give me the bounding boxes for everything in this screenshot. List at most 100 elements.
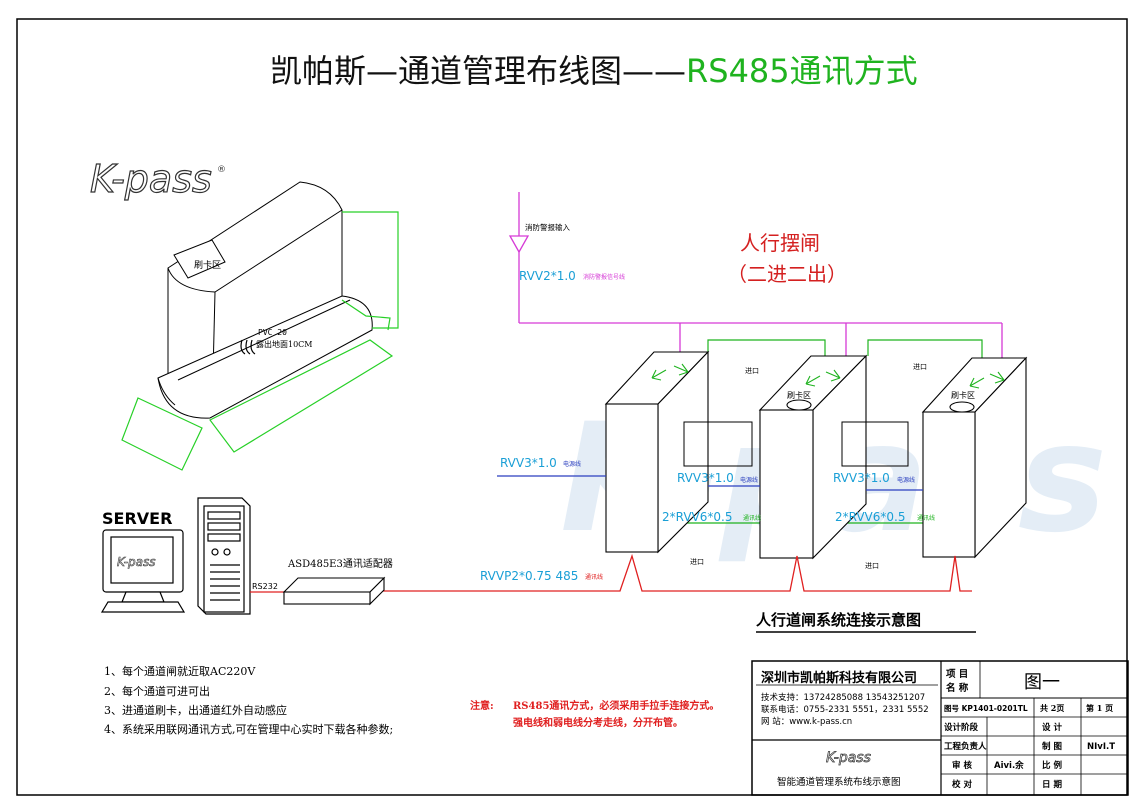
rvv6-label-lane2: 2*RVV6*0.5 [835,510,905,524]
diagram-caption: 人行道闸系统连接示意图 [756,611,921,629]
rvvp-note: 通讯线 [585,573,603,581]
lane-green-lines [658,339,983,524]
gate-3d-render: 刷卡区 PVC 20 露出地面10CM [157,181,373,419]
reset-button-icon [223,548,231,556]
drive-bay-3 [207,533,241,542]
server-label: SERVER [102,509,172,528]
rvvp-label: RVVP2*0.75 485 [480,569,578,583]
brand-logo: K-pass ® [89,156,226,201]
date-label: 日 期 [1042,779,1062,790]
project-name-label: 项 目名 称 [946,669,969,694]
tower-vents [210,564,240,601]
cabinet-middle-front [759,409,814,559]
drafter-label: 制 图 [1042,741,1062,752]
title-highlight: RS485通讯方式 [686,52,918,90]
design-stage-label: 设计阶段 [944,722,979,733]
cabinet-middle-arrows [805,369,841,387]
rvv6-note-lane2: 通讯线 [917,514,935,522]
brand-logo-text: K-pass [90,157,212,201]
monitor-base [100,601,186,613]
rvv6-label-lane1: 2*RVV6*0.5 [662,510,732,524]
note-item: 4、系统采用联网通讯方式,可在管理中心实时下载各种参数; [104,722,393,736]
monitor-screen [110,536,174,584]
rvv3-note-lane1: 电源线 [740,476,758,484]
title-block-cols [1033,698,1082,795]
gate-title: 人行摆闸 [740,231,820,255]
reviewer-value: Aivi.余 [994,760,1024,771]
render-green-outlines [121,211,399,471]
warning-line-1: RS485通讯方式，必须采用手拉手连接方式。 [513,699,719,712]
cabinet-middle-reader [786,399,812,411]
pvc-label-2: 露出地面10CM [256,339,313,349]
server-monitor [100,529,186,613]
monitor-logo: K-pass [117,555,155,569]
monitor-stand [121,591,165,603]
rs485-adapter [282,576,386,606]
sheet-number: 第 1 页 [1086,703,1113,713]
render-base-groove [177,299,351,381]
website: 网 站：www.k-pass.cn [761,716,852,727]
gate-subtitle: （二进二出） [727,262,847,286]
render-card-zone-label: 刷卡区 [194,259,221,271]
rvv3-label-lane2: RVV3*1.0 [833,471,890,485]
cabinet-right-arrows [969,371,1005,389]
rs485-line [383,553,972,592]
cabinet-left-front [605,403,659,553]
rvv2-note: 消防警报信号线 [583,273,625,281]
adapter-top [282,577,386,593]
note-item: 1、每个通道闸就近取AC220V [104,664,256,678]
warning-prefix: 注意: [470,699,494,712]
project-name-label-line: 项 目 [946,669,968,680]
cabinet-left [604,350,710,554]
pvc-label-1: PVC 20 [258,328,287,337]
title-main: 凯帕斯—通道管理布线图—— [270,52,686,90]
green-outline-left [121,397,203,471]
lane1-top-link [707,339,826,356]
cabinet-left-arrows [651,363,689,381]
cabinet-right-reader [949,401,975,413]
fire-input-label: 消防警报输入 [525,222,570,232]
reviewer-label: 审 核 [952,760,972,771]
scale-label: 比 例 [1042,760,1062,771]
engineer-label: 工程负责人 [944,741,987,752]
drive-bay-1 [207,511,241,520]
render-base-curve [157,377,176,406]
render-card-zone-plate [173,239,226,279]
adapter-label: ASD485E3通讯适配器 [287,558,393,570]
power-lines [497,475,923,491]
note-item: 2、每个通道可进可出 [104,684,210,698]
note-item: 3、进通道刷卡，出通道红外自动感应 [104,703,287,717]
fire-drops [679,323,1003,358]
rvv3-label-main: RVV3*1.0 [500,456,557,470]
design-label: 设 计 [1042,722,1062,733]
rvv2-label: RVV2*1.0 [519,269,576,283]
company-name: 深圳市凯帕斯科技有限公司 [761,670,917,686]
brand-logo-mark: ® [217,165,226,175]
page-title: 凯帕斯—通道管理布线图——RS485通讯方式 [270,52,918,90]
notes-list: 1、每个通道闸就近取AC220V 2、每个通道可进可出 3、进通道刷卡，出通道红… [104,664,393,736]
adapter-front [283,591,371,605]
title-block [751,660,1129,796]
fire-input-symbol [508,235,530,254]
drive-bay-2 [207,522,241,531]
server-tower [197,497,251,615]
rs232-label: RS232 [252,582,278,591]
render-base [157,295,373,419]
rvv3-note-main: 电源线 [563,460,581,468]
project-name-label-line: 名 称 [946,682,969,694]
rvv3-label-lane1: RVV3*1.0 [677,471,734,485]
pvc-conduits [240,339,256,355]
title-block-main-dividers [752,661,942,795]
title-block-rows [941,716,1128,775]
drawing-title: 智能通道管理系统布线示意图 [777,776,901,788]
power-button-icon [211,548,219,556]
sheets-total: 共 2页 [1040,703,1064,713]
title-block-logo: K-pass [826,750,871,766]
cabinet-middle-card-zone: 刷卡区 [787,390,811,400]
cabinet-right [921,356,1028,559]
cabinet-middle [758,354,868,560]
cabinet-right-card-zone: 刷卡区 [951,390,975,400]
contact-phone: 联系电话：0755-2331 5551，2331 5552 [761,704,929,715]
render-top-edge [167,209,343,293]
